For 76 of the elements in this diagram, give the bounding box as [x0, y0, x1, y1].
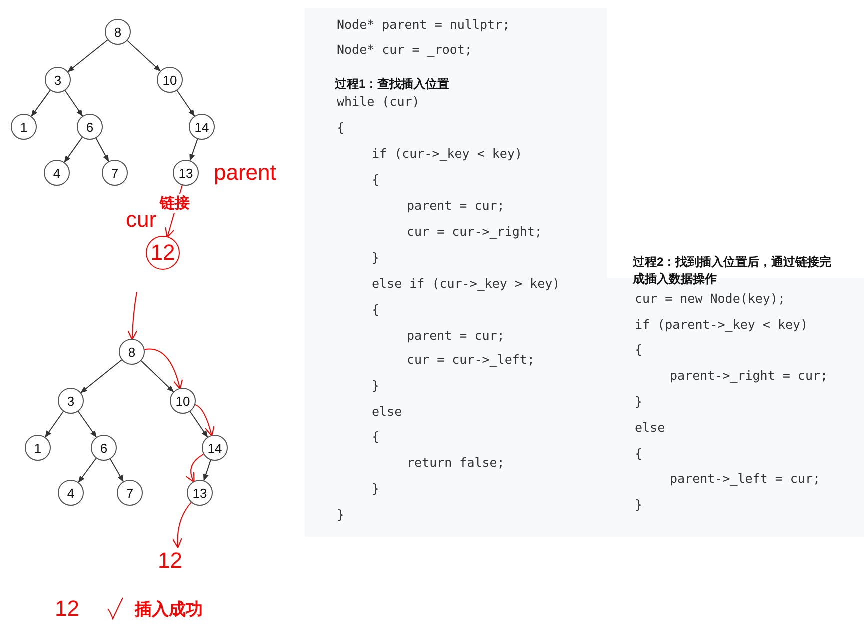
tree-node-circle: 10	[170, 388, 196, 414]
tree-node-circle: 14	[202, 435, 228, 461]
arrow	[140, 360, 174, 392]
code-line: {	[635, 342, 643, 357]
tree-node-circle: 13	[173, 160, 199, 186]
key-number: 12	[55, 596, 80, 622]
code-line: }	[635, 394, 643, 409]
code-line: {	[372, 302, 380, 317]
code-line: }	[337, 507, 345, 522]
tree-node-circle: 10	[157, 67, 183, 93]
tree-node-circle: 1	[25, 435, 51, 461]
success-note: 插入成功	[135, 599, 203, 621]
arrow	[186, 454, 204, 483]
tree-node-circle: 7	[117, 480, 143, 506]
code-line: else if (cur->_key > key)	[372, 276, 560, 291]
tree-node-circle: 13	[187, 480, 213, 506]
code-line: while (cur)	[337, 94, 420, 109]
arrow	[128, 292, 138, 340]
code-line: cur = new Node(key);	[635, 291, 786, 306]
tree-node-circle: 3	[45, 67, 71, 93]
arrow	[194, 404, 215, 437]
arrow	[144, 348, 183, 390]
key-number: 12	[158, 548, 182, 574]
code-line: else	[372, 404, 402, 419]
pointer-label: parent	[214, 160, 276, 186]
tree-node-circle: 4	[58, 480, 84, 506]
edge-label: 链接	[160, 194, 190, 213]
tree-node-circle: 7	[102, 160, 128, 186]
tree-node-circle: 6	[91, 435, 117, 461]
arrow	[176, 90, 196, 117]
arrow	[110, 458, 124, 482]
arrow	[68, 40, 108, 72]
arrow	[127, 40, 161, 72]
arrow	[78, 411, 98, 438]
tree-node-circle: 6	[77, 114, 103, 140]
code-line: cur = cur->_right;	[407, 224, 542, 239]
code-line: }	[372, 481, 380, 496]
arrow	[96, 138, 110, 162]
inserted-node-circle: 12	[146, 236, 180, 270]
arrow	[190, 411, 208, 438]
arrow	[80, 360, 122, 394]
code-line: {	[337, 120, 345, 135]
code-line: return false;	[407, 455, 505, 470]
code-line: }	[372, 378, 380, 393]
code-line: else	[635, 420, 666, 435]
code-line: }	[635, 497, 643, 512]
code-line: {	[372, 172, 380, 187]
tree-node-circle: 4	[44, 160, 70, 186]
code-line: cur = cur->_left;	[407, 352, 535, 367]
tree-node-circle: 8	[119, 339, 145, 365]
code-line: Node* cur = _root;	[337, 42, 472, 57]
code-line: if (parent->_key < key)	[635, 317, 808, 332]
tree-node-circle: 14	[189, 114, 215, 140]
section-heading: 过程2：找到插入位置后，通过链接完成插入数据操作	[633, 254, 833, 288]
arrow	[64, 90, 84, 117]
tree-node-circle: 8	[105, 19, 131, 45]
tree-node-circle: 1	[11, 114, 37, 140]
code-line: {	[372, 429, 380, 444]
code-line: parent = cur;	[407, 328, 505, 343]
arrow	[203, 460, 212, 482]
code-line: parent->_right = cur;	[670, 368, 828, 383]
arrow	[44, 411, 64, 438]
arrow	[78, 458, 97, 484]
code-line: }	[372, 250, 380, 265]
code-line: {	[635, 446, 643, 461]
arrow	[31, 90, 51, 118]
arrow	[190, 138, 198, 162]
arrow	[172, 502, 192, 548]
code-line: parent = cur;	[407, 198, 505, 213]
code-line: parent->_left = cur;	[670, 471, 821, 486]
pointer-label: cur	[126, 207, 157, 233]
code-line: Node* parent = nullptr;	[337, 17, 510, 32]
arrow	[64, 137, 83, 163]
code-line: if (cur->_key < key)	[372, 146, 523, 161]
tree-node-circle: 3	[58, 388, 84, 414]
section-heading: 过程1：查找插入位置	[335, 76, 451, 93]
